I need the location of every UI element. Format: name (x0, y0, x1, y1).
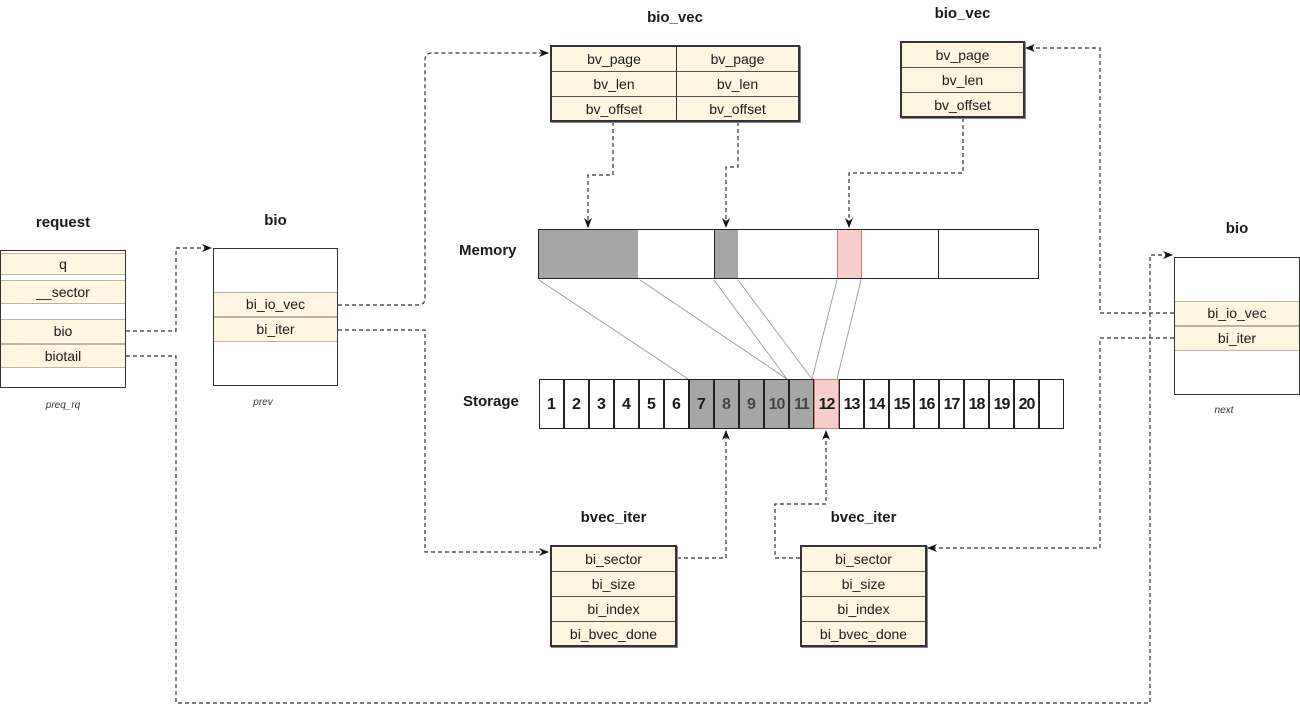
arrow-bisector1-to-storage (677, 430, 730, 559)
storage-block: 10 (764, 379, 789, 429)
bio-next-caption: next (1214, 405, 1234, 416)
memory-label: Memory (459, 242, 517, 259)
arrow-request-bio-to-prev-bio (126, 244, 212, 332)
bio-vec-left-c1-bv-offset: bv_offset (585, 101, 643, 117)
storage-block: 19 (989, 379, 1014, 429)
map-line (836, 279, 862, 380)
arrow-bisector2-to-storage (774, 430, 830, 559)
storage-block: 7 (689, 379, 714, 429)
bvec-iter-right-bi-bvec-done: bi_bvec_done (819, 626, 908, 642)
bio-vec-left-c1-bv-page: bv_page (552, 47, 676, 72)
bvec-iter-left-bi-index: bi_index (552, 597, 675, 622)
bvec-iter-right-struct[interactable]: bi_sector bi_size bi_index bi_bvec_done (800, 545, 927, 647)
request-field-sector: __sector (1, 280, 125, 304)
arrow-bvpage1-to-memory (584, 122, 614, 228)
storage-block: 11 (789, 379, 814, 429)
arrow-bvpage2-to-memory (722, 122, 739, 228)
bvec-iter-left-bi-sector: bi_sector (552, 547, 675, 572)
request-struct[interactable]: q __sector bio biotail (0, 250, 126, 388)
bvec-iter-right-title: bvec_iter (830, 509, 897, 526)
map-line (538, 279, 689, 380)
map-line (713, 279, 788, 380)
bio-prev-field-bi-io-vec: bi_io_vec (214, 292, 337, 317)
map-line (639, 279, 788, 380)
storage-block: 5 (639, 379, 664, 429)
storage-block: 14 (864, 379, 889, 429)
storage-block: 6 (664, 379, 689, 429)
storage-block: 3 (589, 379, 614, 429)
arrow-request-biotail-to-next-bio (126, 251, 1173, 704)
arrow-next-biiter-to-bveciter (927, 337, 1174, 552)
bio-vec-left-c2-bv-page: bv_page (677, 47, 798, 72)
request-field-bio: bio (1, 319, 125, 344)
bio-vec-right-struct[interactable]: bv_page bv_len bv_offset (900, 41, 1025, 118)
storage-block: 8 (714, 379, 739, 429)
memory-segment (538, 229, 639, 279)
bio-prev-struct[interactable]: bi_io_vec bi_iter (213, 248, 338, 386)
storage-block: 13 (839, 379, 864, 429)
bio-vec-left-c2-bv-offset: bv_offset (709, 101, 766, 117)
bio-vec-left-c2-bv-len: bv_len (677, 72, 798, 97)
bvec-iter-left-struct[interactable]: bi_sector bi_size bi_index bi_bvec_done (550, 545, 677, 647)
storage-block: 16 (914, 379, 939, 429)
column-divider (676, 47, 677, 120)
bio-next-field-bi-iter: bi_iter (1175, 326, 1299, 351)
bvec-iter-left-title: bvec_iter (580, 509, 647, 526)
memory-segment (861, 229, 939, 279)
request-caption: preq_rq (45, 400, 81, 411)
memory-segment (938, 229, 1039, 279)
bvec-iter-left-bi-bvec-done: bi_bvec_done (569, 626, 658, 642)
bvec-iter-right-bi-sector: bi_sector (802, 547, 925, 572)
storage-block: 15 (889, 379, 914, 429)
storage-block: 18 (964, 379, 989, 429)
bvec-iter-right-bi-index: bi_index (802, 597, 925, 622)
arrow-prev-biiter-to-bveciter (338, 329, 549, 556)
bio-vec-left-title: bio_vec (647, 9, 703, 26)
request-field-q: q (1, 253, 125, 275)
bio-vec-right-bv-len: bv_len (902, 68, 1023, 93)
bvec-iter-left-bi-size: bi_size (552, 572, 675, 597)
arrow-prev-biovec-to-biovec (338, 49, 549, 306)
bvec-iter-right-bi-size: bi_size (802, 572, 925, 597)
bio-vec-left-c1-bv-len: bv_len (552, 72, 676, 97)
bio-next-field-bi-io-vec: bi_io_vec (1175, 301, 1299, 326)
memory-segment (837, 229, 862, 279)
bio-prev-title: bio (264, 212, 287, 229)
request-title: request (35, 214, 91, 231)
bio-vec-right-title: bio_vec (934, 5, 991, 22)
storage-label: Storage (463, 393, 519, 410)
bio-vec-right-bv-page: bv_page (902, 43, 1023, 68)
bio-next-struct[interactable]: bi_io_vec bi_iter (1174, 257, 1300, 395)
arrow-next-biovec-to-biovec (1025, 44, 1174, 314)
storage-block: 2 (564, 379, 589, 429)
bio-prev-field-bi-iter: bi_iter (214, 317, 337, 342)
map-line (737, 279, 813, 380)
arrow-bvpage3-to-memory (845, 118, 964, 228)
memory-segment (714, 229, 739, 279)
bio-prev-caption: prev (253, 397, 273, 408)
storage-block: 1 (539, 379, 564, 429)
memory-segment (738, 229, 838, 279)
storage-block (1039, 379, 1064, 429)
bio-next-title: bio (1225, 220, 1249, 237)
storage-block: 9 (739, 379, 764, 429)
storage-block: 20 (1014, 379, 1039, 429)
storage-block: 17 (939, 379, 964, 429)
bio-vec-right-bv-offset: bv_offset (934, 97, 991, 113)
storage-block: 12 (814, 379, 839, 429)
bio-vec-left-struct[interactable]: bv_page bv_len bv_offset bv_page bv_len … (550, 45, 800, 122)
map-line (811, 279, 838, 380)
memory-segment (638, 229, 715, 279)
request-field-biotail: biotail (1, 344, 125, 368)
storage-block: 4 (614, 379, 639, 429)
